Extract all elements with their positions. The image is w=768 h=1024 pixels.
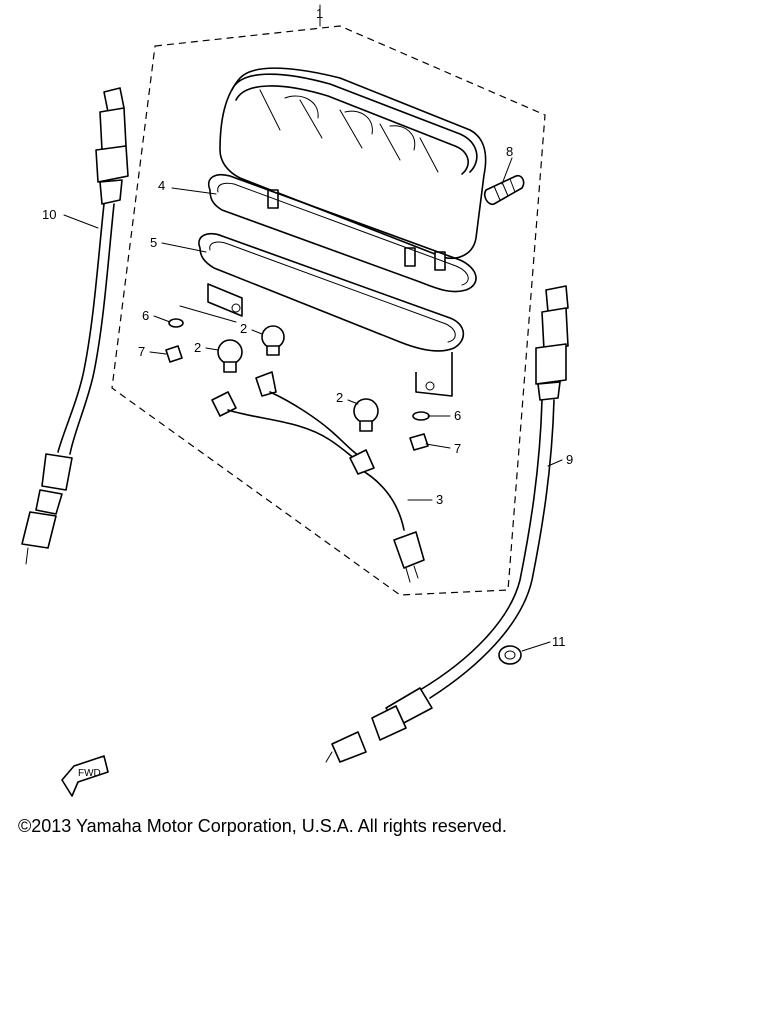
callout-2a: 2 xyxy=(194,340,201,355)
reset-knob xyxy=(483,174,525,206)
forward-arrow-icon: FWD xyxy=(61,755,109,797)
callout-2b: 2 xyxy=(240,321,247,336)
gasket-ring xyxy=(208,174,477,293)
meter-housing xyxy=(219,67,487,271)
callout-2c: 2 xyxy=(336,390,343,405)
callout-5: 5 xyxy=(150,235,157,250)
callout-3: 3 xyxy=(436,492,443,507)
callout-6a: 6 xyxy=(142,308,149,323)
washer-nut-group xyxy=(165,318,430,451)
callout-7a: 7 xyxy=(138,344,145,359)
callout-10: 10 xyxy=(42,207,56,222)
callout-6b: 6 xyxy=(454,408,461,423)
copyright-notice: ©2013 Yamaha Motor Corporation, U.S.A. A… xyxy=(18,816,507,836)
wiring-harness xyxy=(211,371,425,583)
callout-1: 1 xyxy=(316,6,323,21)
fwd-label: FWD xyxy=(78,768,101,779)
leader-lines xyxy=(63,157,563,652)
bulb-group xyxy=(217,325,379,432)
tachometer-cable xyxy=(325,285,569,763)
callout-7b: 7 xyxy=(454,441,461,456)
callout-11: 11 xyxy=(552,634,566,649)
callout-8: 8 xyxy=(506,144,513,159)
cable-clip xyxy=(498,645,522,665)
meter-bracket xyxy=(198,232,465,397)
speedometer-cable xyxy=(21,87,129,565)
callout-4: 4 xyxy=(158,178,165,193)
assembly-boundary xyxy=(111,25,546,596)
callout-9: 9 xyxy=(566,452,573,467)
